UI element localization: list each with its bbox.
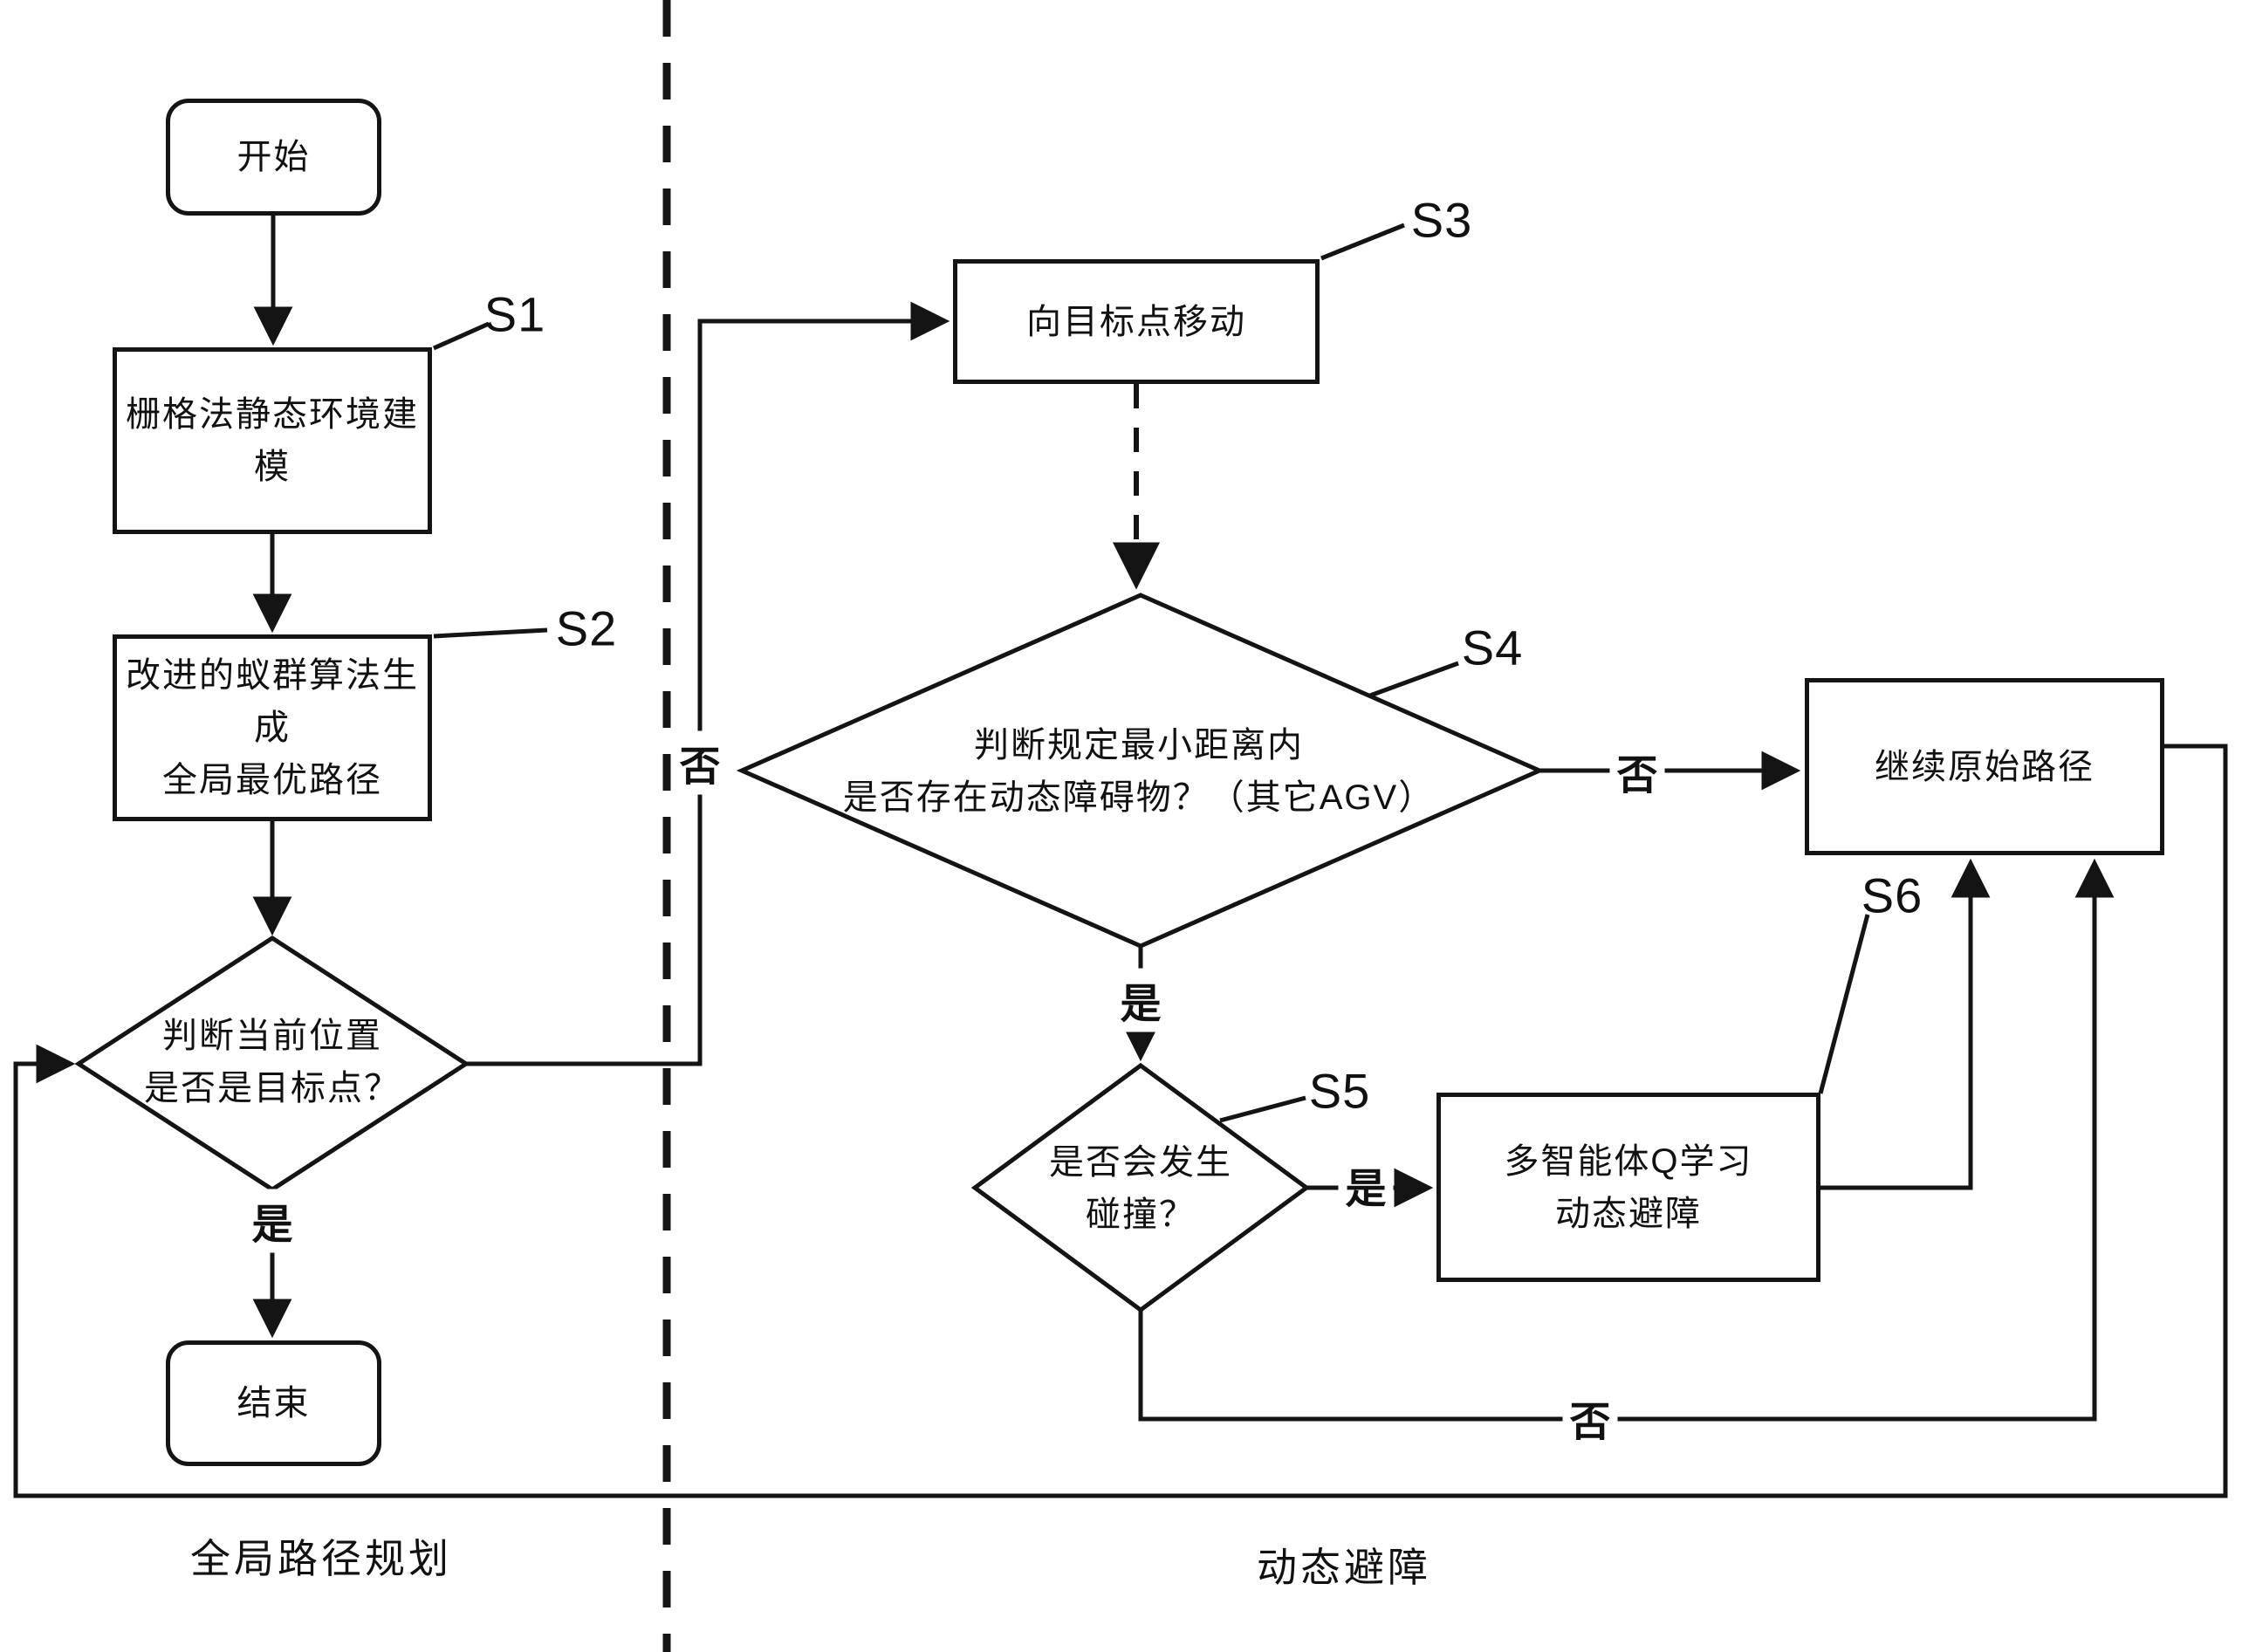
leader-s1 [432, 321, 490, 351]
step-label-s6: S6 [1861, 867, 1923, 923]
edge-s6-to-cont [1820, 858, 1991, 1190]
edge-cont-loop-to-d1 [13, 744, 2228, 1498]
leader-s6 [1818, 914, 1870, 1094]
process-q-learning-line2: 动态避障 [1555, 1194, 1702, 1233]
process-grid-modeling-label: 栅格法静态环境建模 [126, 395, 419, 486]
edge-label-d3-no: 否 [1562, 1386, 1618, 1450]
section-label-global-planning: 全局路径规划 [190, 1536, 452, 1581]
diamond-obstacle-check [736, 593, 1546, 949]
section-label-dynamic-avoidance: 动态避障 [1257, 1545, 1431, 1590]
edge-label-d3-yes: 是 [1338, 1153, 1394, 1217]
diamond-collision-check [970, 1062, 1311, 1313]
process-grid-modeling: 栅格法静态环境建模 [113, 347, 432, 534]
step-label-s1: S1 [483, 286, 546, 342]
process-ant-colony: 改进的蚁群算法生成 全局最优路径 [113, 634, 432, 821]
edge-d1-no-to-s3 [466, 301, 950, 1066]
process-move-to-target-label: 向目标点移动 [1026, 302, 1246, 341]
process-continue-path-label: 继续原始路径 [1875, 747, 2095, 786]
end-terminator: 结束 [166, 1340, 381, 1466]
leader-s5 [1219, 1095, 1306, 1123]
edge-d3-no-to-cont [1138, 858, 2115, 1422]
step-label-s3: S3 [1410, 192, 1473, 248]
process-q-learning-line1: 多智能体Q学习 [1504, 1141, 1753, 1181]
step-label-s5: S5 [1308, 1063, 1371, 1119]
start-terminator: 开始 [166, 99, 381, 216]
leader-s4 [1369, 661, 1459, 698]
leader-s2 [433, 627, 548, 639]
diamond-target-check [74, 936, 470, 1192]
process-ant-colony-line1: 改进的蚁群算法生成 [126, 656, 419, 747]
end-label: 结束 [237, 1384, 311, 1422]
process-q-learning: 多智能体Q学习 动态避障 [1436, 1093, 1820, 1282]
step-label-s4: S4 [1461, 620, 1524, 675]
edge-label-d1-no: 否 [672, 730, 728, 795]
edge-label-d2-yes: 是 [1113, 968, 1169, 1032]
start-label: 开始 [237, 138, 311, 176]
process-ant-colony-line2: 全局最优路径 [162, 761, 382, 799]
process-continue-path: 继续原始路径 [1805, 678, 2164, 855]
leader-s3 [1320, 223, 1405, 261]
edge-label-d2-no: 否 [1609, 739, 1665, 804]
edge-label-d1-yes: 是 [244, 1189, 300, 1253]
step-label-s2: S2 [555, 600, 618, 656]
process-move-to-target: 向目标点移动 [953, 259, 1320, 384]
